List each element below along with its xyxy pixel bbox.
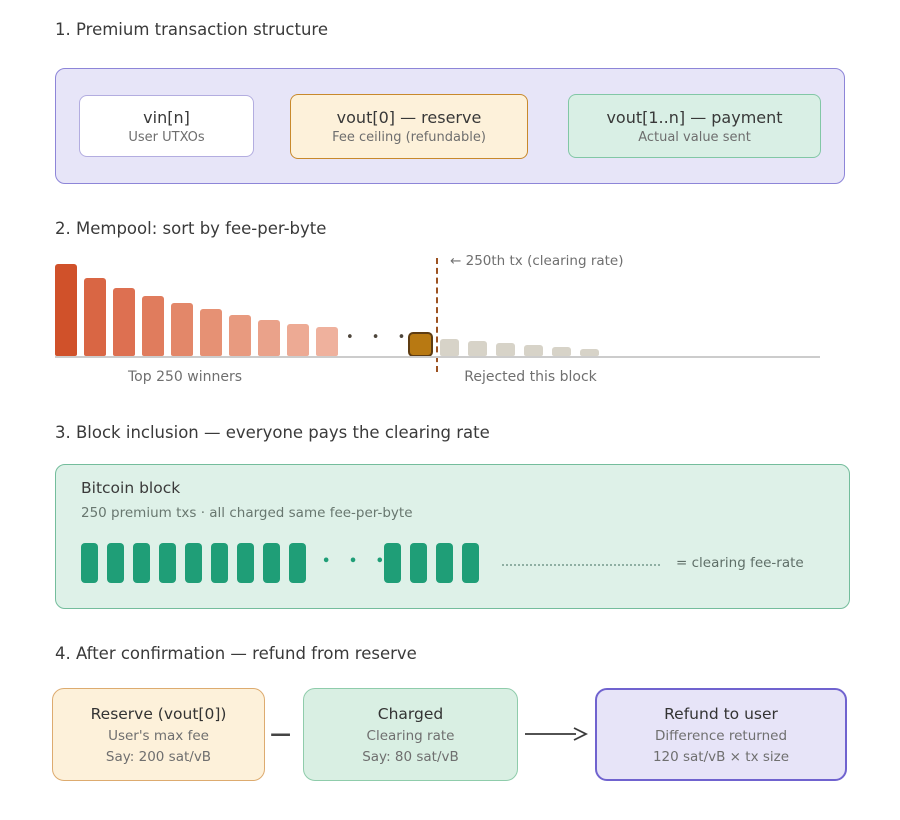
charged-box: Charged Clearing rate Say: 80 sat/vB (303, 688, 518, 781)
block-tx-bar (289, 543, 306, 583)
mempool-axis-line (55, 356, 820, 358)
bitcoin-block-container: Bitcoin block 250 premium txs · all char… (55, 464, 850, 609)
winners-label: Top 250 winners (128, 369, 242, 385)
minus-operator: − (268, 717, 294, 752)
block-tx-bar (237, 543, 254, 583)
clearing-rate-bar (408, 332, 433, 357)
block-tx-bar (462, 543, 479, 583)
mempool-winner-bars (55, 264, 338, 356)
section2-heading: 2. Mempool: sort by fee-per-byte (55, 219, 327, 238)
reserve-box-title: Reserve (vout[0]) (90, 704, 227, 723)
vout0-reserve-box: vout[0] — reserve Fee ceiling (refundabl… (290, 94, 528, 159)
mempool-winner-bar (200, 309, 222, 356)
clearing-rate-label: ← 250th tx (clearing rate) (450, 253, 624, 269)
charged-box-line2: Say: 80 sat/vB (362, 748, 459, 765)
vout1n-payment-box: vout[1..n] — payment Actual value sent (568, 94, 821, 158)
mempool-winner-bar (287, 324, 309, 356)
block-tx-bars-right (384, 543, 479, 583)
mempool-rejected-bars (440, 339, 599, 356)
block-tx-bars-left (81, 543, 306, 583)
vin-box: vin[n] User UTXOs (79, 95, 254, 157)
mempool-ellipsis: • • • (346, 330, 413, 345)
reserve-box-line2: Say: 200 sat/vB (105, 748, 212, 765)
clearing-cutoff-dashed-line (436, 258, 438, 372)
block-tx-bar (263, 543, 280, 583)
block-tx-bar (133, 543, 150, 583)
reserve-box: Reserve (vout[0]) User's max fee Say: 20… (52, 688, 265, 781)
block-tx-bar (159, 543, 176, 583)
transaction-structure-container: vin[n] User UTXOs vout[0] — reserve Fee … (55, 68, 845, 184)
block-title: Bitcoin block (81, 479, 181, 497)
mempool-winner-bar (171, 303, 193, 356)
vout1n-box-subtitle: Actual value sent (638, 129, 751, 145)
block-tx-bar (410, 543, 427, 583)
block-tx-bar (211, 543, 228, 583)
section4-heading: 4. After confirmation — refund from rese… (55, 644, 417, 663)
charged-box-line1: Clearing rate (366, 727, 455, 744)
vin-box-title: vin[n] (143, 107, 190, 127)
mempool-winner-bar (316, 327, 338, 356)
mempool-rejected-bar (468, 341, 487, 356)
rejected-label: Rejected this block (464, 369, 597, 385)
mempool-rejected-bar (524, 345, 543, 356)
mempool-rejected-bar (552, 347, 571, 356)
mempool-winner-bar (55, 264, 77, 356)
mempool-rejected-bar (440, 339, 459, 356)
mempool-winner-bar (142, 296, 164, 356)
clearing-fee-note: = clearing fee-rate (676, 555, 804, 571)
vout0-box-subtitle: Fee ceiling (refundable) (332, 130, 486, 145)
clearing-fee-dotted-line (502, 564, 660, 566)
charged-box-title: Charged (377, 704, 444, 723)
refund-box: Refund to user Difference returned 120 s… (595, 688, 847, 781)
block-tx-bar (436, 543, 453, 583)
block-tx-bar (384, 543, 401, 583)
refund-box-title: Refund to user (664, 704, 778, 723)
mempool-rejected-bar (580, 349, 599, 356)
block-ellipsis: • • • (322, 554, 391, 569)
mempool-winner-bar (113, 288, 135, 356)
refund-box-line1: Difference returned (654, 727, 788, 744)
reserve-box-line1: User's max fee (108, 727, 209, 744)
vout0-box-title: vout[0] — reserve (336, 108, 482, 127)
block-tx-bar (107, 543, 124, 583)
block-tx-bar (81, 543, 98, 583)
mempool-winner-bar (229, 315, 251, 356)
vin-box-subtitle: User UTXOs (128, 129, 205, 145)
refund-box-line2: 120 sat/vB × tx size (652, 748, 790, 765)
section3-heading: 3. Block inclusion — everyone pays the c… (55, 423, 490, 442)
arrow-right-icon (525, 727, 588, 741)
vout1n-box-title: vout[1..n] — payment (606, 107, 783, 127)
section1-heading: 1. Premium transaction structure (55, 20, 328, 39)
mempool-rejected-bar (496, 343, 515, 356)
block-subtitle: 250 premium txs · all charged same fee-p… (81, 505, 413, 521)
mempool-winner-bar (84, 278, 106, 356)
mempool-winner-bar (258, 320, 280, 356)
block-tx-bar (185, 543, 202, 583)
